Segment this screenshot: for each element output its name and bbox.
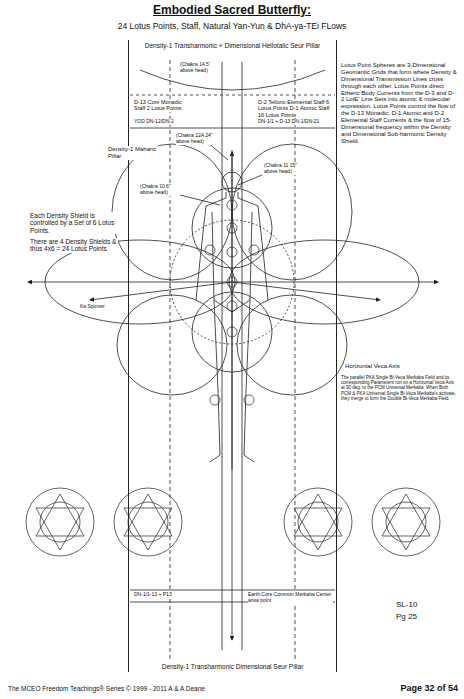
grid-code: YOD DN-12/DN-2: [134, 119, 194, 125]
sheet-code: SL-10: [396, 600, 446, 609]
chakra-note: (Chakra 10 6" above head): [140, 184, 180, 196]
shield-note: Each Density Shield is controlled by a S…: [30, 212, 118, 234]
spinner-label: Ka Spinner: [80, 304, 120, 310]
staff-label: D-2 Telluric-Elemental Staff 6 Lotus Poi…: [258, 99, 333, 118]
staff-label: D-13 Core Monadic Staff 2 Lotus Points: [134, 99, 194, 112]
chakra-note: (Chakra 12A 24" above head): [176, 133, 220, 145]
axis-name: Horizontal Veca Axis: [345, 363, 445, 370]
chakra-note: (Chakra 14 5' above head): [180, 62, 220, 74]
page-ref: Pg 25: [396, 612, 446, 621]
axis-note: The parallel PKA Single Bi-Veca Merkaba …: [341, 375, 459, 401]
pillar-name: Density-1 Maharic Pillar: [108, 146, 166, 160]
center-note: Earth Core Common Merkaba Center ansa po…: [248, 592, 333, 604]
pillar-band: Density-1 Transharmonic + Dimensional He…: [128, 40, 337, 672]
diagram-title: Embodied Sacred Butterfly:: [0, 4, 464, 18]
grid-code: DN-1/1-13 + P13: [134, 592, 214, 598]
subtitle: 24 Lotus Points, Staff, Natural Yan-Yun …: [60, 22, 404, 32]
explanation-note: Lotus Point Spheres are 3-Dimensional Ge…: [341, 62, 457, 145]
chakra-note: (Chakra 11 15" above head): [264, 163, 306, 175]
pillar-label: Density-1 Transharmonic + Dimensional He…: [133, 42, 332, 49]
grid-code: DN-1/1 + D-13 DN-1/DN-21: [258, 119, 333, 125]
shield-note: There are 4 Density Shields & thus 4x6 =…: [30, 238, 118, 253]
page-number: Page 32 of 54: [360, 683, 458, 693]
pillar-label: Density-1 Transharmonic Dimensional Seur…: [133, 663, 332, 670]
copyright-footer: The MCEO Freedom Teachings® Series © 199…: [8, 685, 308, 692]
